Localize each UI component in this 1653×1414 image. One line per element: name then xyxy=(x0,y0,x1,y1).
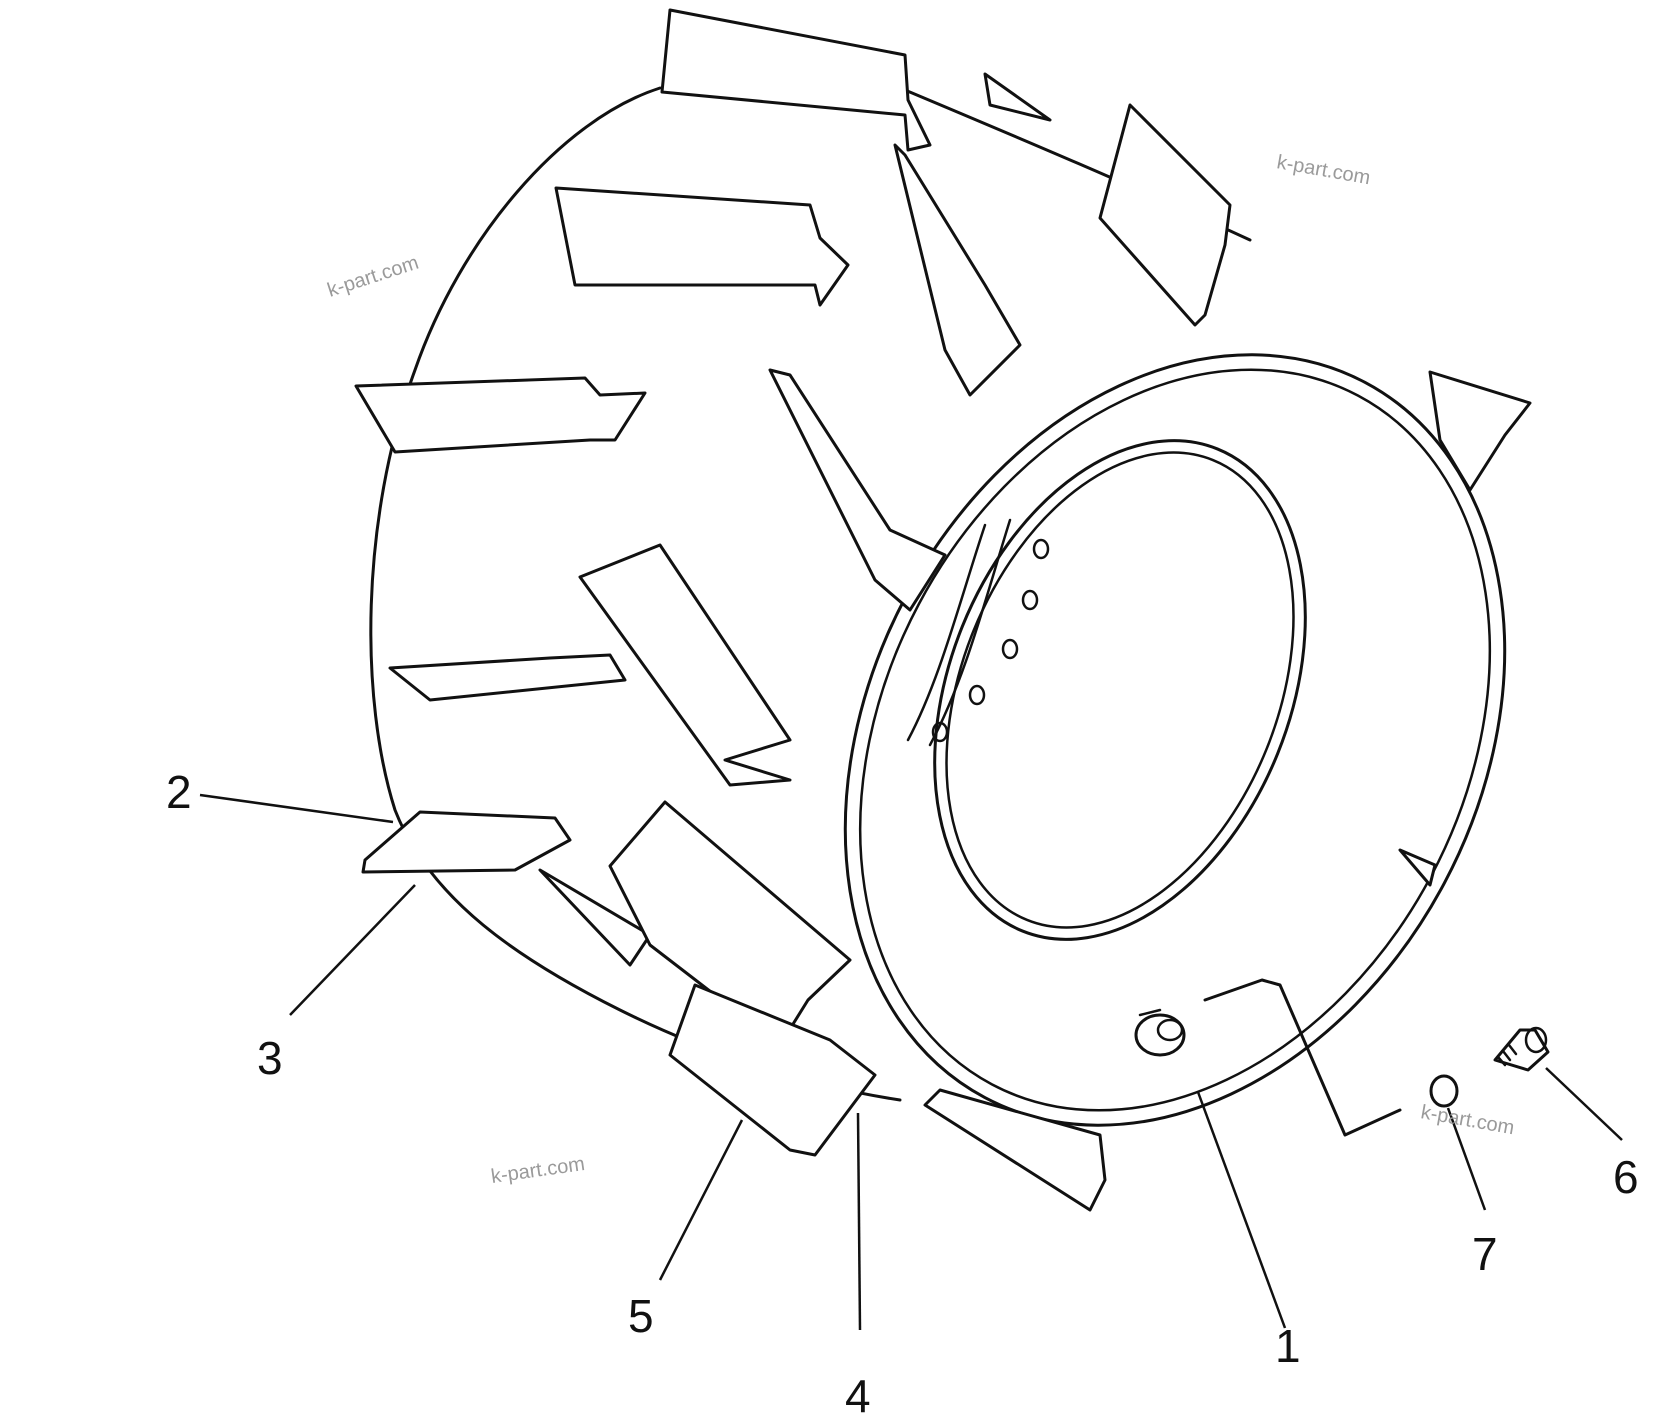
callout-6: 6 xyxy=(1613,1151,1639,1203)
callout-2: 2 xyxy=(166,766,192,818)
watermark-3: k-part.com xyxy=(490,1153,587,1188)
tooth-bottom xyxy=(923,1088,1107,1212)
callout-3: 3 xyxy=(257,1032,283,1084)
leader-7 xyxy=(1446,1107,1487,1211)
leader-lines xyxy=(199,793,1623,1331)
callout-4: 4 xyxy=(845,1370,871,1414)
watermark-2: k-part.com xyxy=(1275,151,1372,189)
tooth-mid-left xyxy=(388,653,627,702)
tooth-upper-right xyxy=(1098,103,1232,327)
tooth-lower-left-back xyxy=(538,868,652,967)
callout-5: 5 xyxy=(628,1290,654,1342)
plug-boss xyxy=(1134,1013,1186,1057)
tooth-upper-mid xyxy=(893,143,1022,397)
leader-3 xyxy=(289,884,416,1016)
wheel-teeth xyxy=(354,8,1532,1212)
tooth-top xyxy=(660,8,932,152)
callout-1: 1 xyxy=(1275,1320,1301,1372)
callout-labels: 1 2 3 4 5 6 7 xyxy=(166,766,1639,1414)
tooth-left xyxy=(354,376,647,454)
o-ring xyxy=(1429,1074,1459,1108)
tooth-upper-left xyxy=(554,186,850,307)
tooth-lower-center xyxy=(608,800,852,1047)
tooth-lower-right xyxy=(1398,848,1437,887)
tooth-bottom-left xyxy=(668,983,877,1157)
rim-notch xyxy=(1138,978,1402,1137)
leader-4 xyxy=(856,1112,862,1331)
watermark-4: k-part.com xyxy=(1419,1101,1516,1139)
tooth-right xyxy=(1428,370,1532,492)
tooth-right-top xyxy=(983,72,1052,122)
callout-7: 7 xyxy=(1472,1228,1498,1280)
watermark-1: k-part.com xyxy=(325,252,422,302)
hub-bolt-holes xyxy=(931,538,1050,743)
tooth-center-upper xyxy=(768,368,947,612)
leader-5 xyxy=(658,1119,744,1281)
plug-bolt xyxy=(1493,1026,1550,1072)
leader-1 xyxy=(1196,1091,1287,1329)
leader-2 xyxy=(199,793,394,824)
tooth-center xyxy=(578,543,792,787)
leader-6 xyxy=(1545,1067,1623,1141)
tooth-lower-left xyxy=(361,810,572,874)
